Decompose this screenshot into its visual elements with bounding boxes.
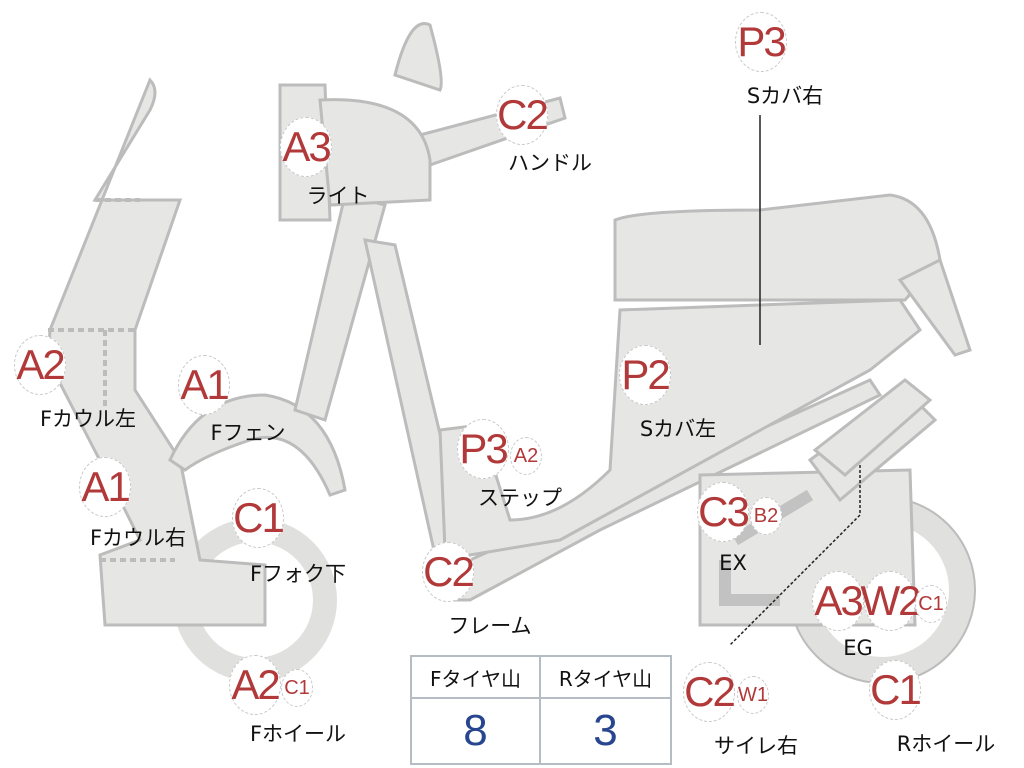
damage-code-badge[interactable]: A3	[812, 571, 864, 631]
damage-code-badge[interactable]: A3	[280, 117, 332, 177]
damage-code-badge-small[interactable]: B2	[750, 497, 782, 535]
damage-code-badge[interactable]: A2	[229, 655, 281, 715]
damage-code-badge[interactable]: P2	[619, 345, 671, 405]
damage-code-badge-small[interactable]: C1	[281, 669, 313, 707]
part-label: ステップ	[478, 486, 562, 510]
part-label: Fフェン	[210, 421, 286, 445]
rear-tire-header: Rタイヤ山	[541, 657, 670, 699]
part-label: ハンドル	[508, 151, 592, 175]
fork-shape	[293, 193, 387, 422]
part-label: EX	[719, 551, 747, 575]
damage-code-badge[interactable]: C1	[232, 488, 285, 548]
damage-code-badge[interactable]: C2	[422, 542, 475, 602]
front-tire-header: Fタイヤ山	[412, 657, 541, 699]
part-label: Rホイール	[896, 732, 996, 756]
damage-code-badge-small[interactable]: C1	[915, 585, 947, 623]
tail-shape	[897, 257, 972, 357]
damage-code-badge[interactable]: P3	[457, 419, 509, 479]
damage-code-badge[interactable]: C2	[496, 85, 549, 145]
part-label: Sカバ右	[746, 84, 824, 108]
part-label: Fホイール	[249, 722, 347, 746]
part-label: EG	[843, 636, 873, 660]
part-label: ライト	[306, 184, 370, 208]
part-label: Fカウル右	[89, 526, 187, 550]
part-label: サイレ右	[714, 734, 798, 758]
seat-shape	[613, 193, 942, 302]
damage-code-badge-small[interactable]: A2	[510, 437, 542, 475]
head-cover-shape	[318, 98, 432, 207]
part-label: フレーム	[448, 614, 532, 638]
damage-code-badge[interactable]: W2	[861, 571, 922, 631]
damage-code-badge[interactable]: C3	[697, 482, 750, 542]
damage-code-badge[interactable]: A2	[14, 335, 66, 395]
damage-code-badge[interactable]: P3	[735, 12, 787, 72]
damage-code-badge[interactable]: A1	[79, 457, 131, 517]
front-tire-value: 8	[412, 699, 541, 763]
part-label: Sカバ左	[639, 417, 717, 441]
front-cowl-shape	[46, 77, 267, 627]
tire-tread-table: Fタイヤ山 Rタイヤ山 8 3	[410, 655, 672, 765]
floor-shape	[438, 298, 923, 557]
part-label: Fフォク下	[249, 562, 347, 586]
mirror-shape	[393, 22, 443, 92]
damage-code-badge-small[interactable]: W1	[737, 676, 769, 714]
part-label: Fカウル左	[39, 407, 137, 431]
damage-code-badge[interactable]: C1	[869, 660, 922, 720]
damage-code-badge[interactable]: C2	[683, 662, 736, 722]
damage-code-badge[interactable]: A1	[178, 355, 230, 415]
rear-tire-value: 3	[593, 706, 618, 755]
